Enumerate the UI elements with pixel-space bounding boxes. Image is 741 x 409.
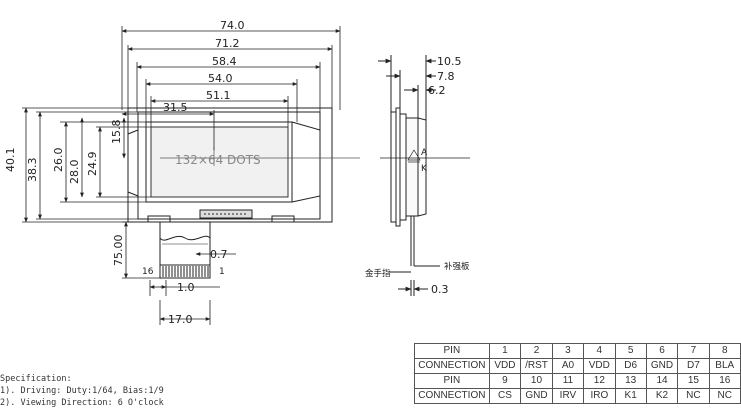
dim-58-4: 58.4 [212,55,237,68]
gold-finger-callout: 金手指 [365,268,391,279]
active-area [150,126,289,198]
dim-71-2: 71.2 [215,37,240,50]
dim-17: 17.0 [168,313,193,326]
table-cell: GND [520,388,553,404]
table-cell: 4 [583,343,616,359]
table-header: PIN [414,343,490,359]
frame-tab-right [291,121,321,203]
dim-1-0: 1.0 [177,281,195,294]
frame-foot-right [271,215,295,223]
table-cell: 2 [520,343,553,359]
dim-6-2: 6.2 [428,84,446,97]
table-cell: 15 [677,373,710,389]
dim-15-8: 15.8 [110,120,123,145]
table-row: PIN 9 10 11 12 13 14 15 16 [414,373,741,389]
table-cell: 1 [488,343,522,359]
table-cell: BLA [708,358,741,374]
pin-table: PIN 1 2 3 4 5 6 7 8 CONNECTION VDD /RST … [414,343,741,404]
spec-title: Specification: [0,374,72,384]
table-cell: IRV [551,388,585,404]
dim-7-8: 7.8 [437,70,455,83]
table-cell: /RST [520,358,553,374]
dim-0-3: 0.3 [431,283,449,296]
horizontal-dimensions [121,26,341,150]
table-cell: NC [677,388,710,404]
dim-28: 28.0 [68,160,81,185]
vertical-dimensions [22,107,160,279]
led-anode-label: A [421,148,428,158]
flex-cable [159,222,211,268]
table-row: CONNECTION VDD /RST A0 VDD D6 GND D7 BLA [414,358,741,374]
front-view [127,107,360,223]
table-cell: 10 [520,373,553,389]
stiffener-callout: 补强板 [444,261,470,272]
table-cell: K1 [614,388,647,404]
table-cell: 7 [677,343,710,359]
dim-38-3: 38.3 [26,158,39,183]
table-row: CONNECTION CS GND IRV IRO K1 K2 NC NC [414,388,741,404]
table-cell: 8 [708,343,741,359]
dim-51-1: 51.1 [206,89,231,102]
view-area [145,121,293,203]
dim-26: 26.0 [52,148,65,173]
dim-40-1: 40.1 [4,148,17,173]
table-cell: 6 [645,343,679,359]
table-cell: 13 [614,373,647,389]
table-cell: 3 [551,343,585,359]
table-row: PIN 1 2 3 4 5 6 7 8 [414,343,741,359]
pin-1-label: 1 [219,267,225,277]
spec-line: 1). Driving: Duty:1/64, Bias:1/9 [0,386,164,396]
table-cell: VDD [488,358,522,374]
dim-54: 54.0 [208,72,233,85]
connector-dimensions [149,252,236,325]
table-cell: GND [645,358,679,374]
dim-0-7: 0.7 [210,248,228,261]
frame-foot-left [147,215,171,223]
pin-16-label: 16 [142,267,154,277]
gold-finger-contacts [159,264,211,279]
table-cell: A0 [551,358,585,374]
table-cell: D7 [677,358,710,374]
spec-line: 2). Viewing Direction: 6 O'clock [0,398,164,408]
dim-74: 74.0 [220,19,245,32]
table-cell: 9 [488,373,522,389]
table-cell: 16 [708,373,741,389]
pcb-outline [127,107,333,223]
table-header: CONNECTION [414,388,490,404]
led-cathode-label: K [421,164,428,174]
frame-tab-left [127,129,139,197]
dim-24-9: 24.9 [86,152,99,177]
table-cell: K2 [645,388,679,404]
table-cell: NC [708,388,741,404]
table-cell: IRO [583,388,616,404]
table-cell: 11 [551,373,585,389]
dim-31-5: 31.5 [163,101,188,114]
table-cell: VDD [583,358,616,374]
table-header: PIN [414,373,490,389]
dim-75: 75.00 [112,235,125,267]
table-cell: D6 [614,358,647,374]
table-cell: 5 [614,343,647,359]
dim-10-5: 10.5 [437,55,462,68]
table-header: CONNECTION [414,358,490,374]
display-text: 132×64 DOTS [175,153,261,167]
table-cell: 12 [583,373,616,389]
table-cell: CS [488,388,522,404]
table-cell: 14 [645,373,679,389]
side-view [378,55,470,296]
